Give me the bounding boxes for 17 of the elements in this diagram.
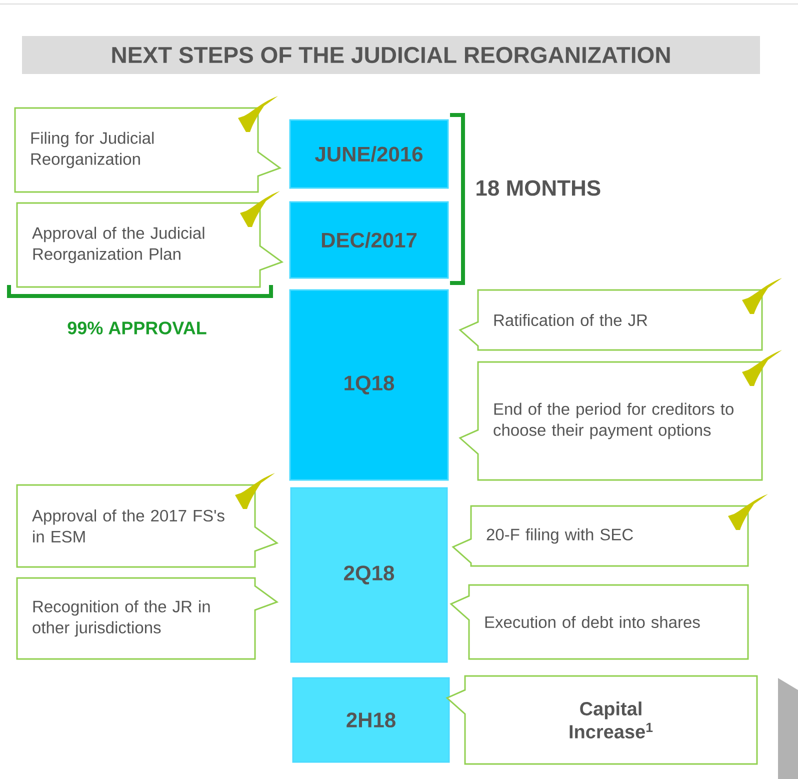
period-box: 1Q18 (289, 289, 449, 481)
period-box: 2Q18 (290, 487, 448, 663)
callout-box: Execution of debt into shares (450, 584, 749, 660)
callout-box: Capital Increase$^{1}$ (446, 675, 758, 765)
callout-box: Ratification of the JR (458, 289, 763, 351)
period-box: DEC/2017 (289, 201, 449, 279)
callout-box: Recognition of the JR in other jurisdictions (16, 577, 279, 660)
period-box: JUNE/2016 (289, 119, 449, 189)
approval-label: 99% APPROVAL (68, 322, 206, 334)
callout-box: End of the period for creditors to choose their payment options (458, 361, 763, 481)
callout-box: Approval of the Judicial Reorganization Plan (16, 202, 284, 288)
callout-box: 20-F filing with SEC (452, 505, 749, 567)
period-box: 2H18 (292, 677, 450, 763)
callout-box: Filing for Judicial Reorganization (14, 107, 282, 193)
title-banner: NEXT STEPS OF THE JUDICIAL REORGANIZATION (22, 36, 760, 74)
callout-box: Approval of the 2017 FS's in ESM (16, 484, 279, 568)
duration-label: 18 MONTHS (476, 180, 600, 196)
